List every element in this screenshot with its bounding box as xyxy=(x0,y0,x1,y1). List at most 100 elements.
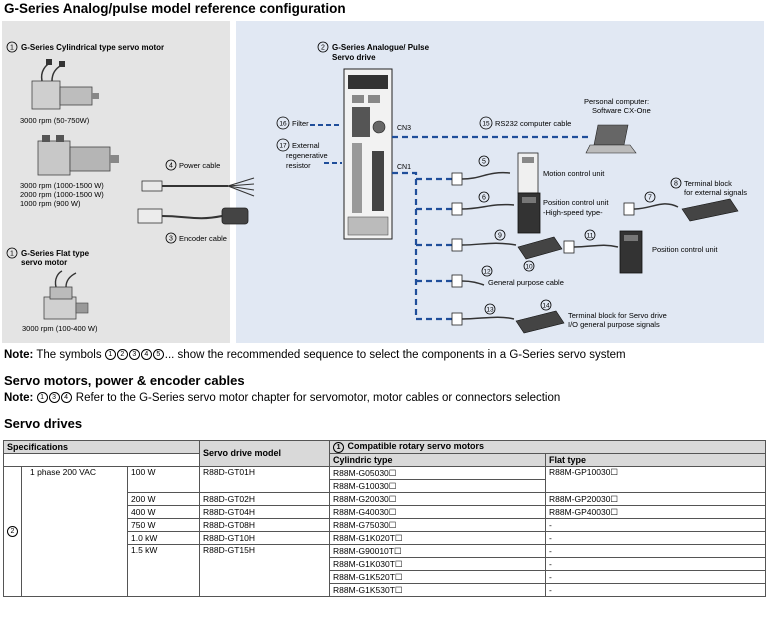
flat-cell: - xyxy=(545,557,767,571)
cyl-cell: R88M-G1K030T☐ xyxy=(329,557,547,571)
svg-text:Position control unit: Position control unit xyxy=(543,198,609,207)
svg-text:RS232 computer cable: RS232 computer cable xyxy=(495,119,571,128)
motor-b-rpm-1: 3000 rpm (1000-1500 W) xyxy=(20,181,104,190)
flat-cell: - xyxy=(545,518,767,532)
svg-text:Filter: Filter xyxy=(292,119,309,128)
personal-computer: Personal computer: Software CX-One xyxy=(584,97,651,154)
svg-text:General purpose cable: General purpose cable xyxy=(488,278,564,287)
servo-drive-title: 2 G-Series Analogue/ Pulse Servo drive xyxy=(317,41,430,62)
svg-text:10: 10 xyxy=(525,264,533,271)
svg-text:12: 12 xyxy=(483,269,491,276)
cn1-bus xyxy=(392,171,418,319)
rs232-label: 15 RS232 computer cable xyxy=(479,116,571,130)
svg-text:for external signals: for external signals xyxy=(684,188,747,197)
header-flat: Flat type xyxy=(545,453,767,467)
servo-motor-large xyxy=(37,135,119,176)
flat-cell: R88M-GP40030☐ xyxy=(545,505,767,519)
motor-a-rpm: 3000 rpm (50-750W) xyxy=(20,116,90,125)
power-cell: 750 W xyxy=(126,518,201,532)
svg-text:Motion control unit: Motion control unit xyxy=(543,169,605,178)
cable-7: 7 xyxy=(623,191,679,216)
svg-text:17: 17 xyxy=(279,143,287,150)
phase-cell: 1 phase 200 VAC xyxy=(21,466,128,597)
model-cell: R88D-GT15H xyxy=(199,544,331,597)
flat-cell: - xyxy=(545,570,767,584)
terminal-block-servo-drive: 14 Terminal block for Servo drive I/O ge… xyxy=(515,299,667,334)
cyl-cell: R88M-G20030☐ xyxy=(329,492,547,506)
svg-text:Personal computer:: Personal computer: xyxy=(584,97,649,106)
svg-text:Position control unit: Position control unit xyxy=(652,245,718,254)
svg-text:Software CX-One: Software CX-One xyxy=(592,106,651,115)
svg-text:2: 2 xyxy=(321,45,325,52)
drive-panel xyxy=(236,21,764,343)
configuration-diagram: 1 G-Series Cylindrical type servo motor … xyxy=(2,21,764,343)
page-title: G-Series Analog/pulse model reference co… xyxy=(4,1,346,16)
svg-text:13: 13 xyxy=(486,307,494,314)
header-drive-model: Servo drive model xyxy=(199,440,331,467)
filter-label: 16 Filter xyxy=(276,116,309,130)
servo-drive xyxy=(343,68,393,240)
motion-control-unit: Motion control unit xyxy=(517,152,605,194)
table-row: 2 1 phase 200 VAC 100 W R88D-GT01H R88M-… xyxy=(3,466,767,597)
terminal-block-10: 10 xyxy=(517,236,563,272)
model-cell: R88D-GT04H xyxy=(199,505,331,519)
svg-text:Servo drive: Servo drive xyxy=(332,53,376,62)
flat-motor-rpm: 3000 rpm (100-400 W) xyxy=(22,324,98,333)
position-control-unit: Position control unit xyxy=(619,230,718,274)
header-specifications: Specifications xyxy=(2,440,201,454)
header-cylindric: Cylindric type xyxy=(329,453,547,467)
cable-11: 11 xyxy=(563,229,619,254)
svg-text:8: 8 xyxy=(674,181,678,188)
svg-text:11: 11 xyxy=(587,233,594,240)
cyl-cell: R88M-G05030☐ xyxy=(329,466,547,480)
cyl-cell: R88M-G40030☐ xyxy=(329,505,547,519)
model-cell: R88D-GT08H xyxy=(199,518,331,532)
section-drives-title: Servo drives xyxy=(4,416,83,431)
model-cell: R88D-GT10H xyxy=(199,531,331,545)
svg-text:1: 1 xyxy=(10,45,14,52)
section-cables-title: Servo motors, power & encoder cables xyxy=(4,373,245,388)
cylindrical-motor-title: 1 G-Series Cylindrical type servo motor xyxy=(6,41,164,53)
position-control-unit-hs: Position control unit -High-speed type- xyxy=(517,192,609,234)
header-spec-blank xyxy=(2,453,201,467)
cyl-cell: R88M-G75030☐ xyxy=(329,518,547,532)
flat-cell: - xyxy=(545,583,767,597)
terminal-block-external: 8 Terminal block for external signals xyxy=(670,177,747,222)
svg-text:5: 5 xyxy=(482,159,486,166)
svg-text:7: 7 xyxy=(648,195,652,202)
svg-text:regenerative: regenerative xyxy=(286,151,328,160)
cable-13: 13 xyxy=(451,303,515,326)
cyl-cell: R88M-G90010T☐ xyxy=(329,544,547,558)
svg-text:3: 3 xyxy=(169,236,173,243)
svg-text:G-Series Analogue/ Pulse: G-Series Analogue/ Pulse xyxy=(332,43,430,52)
table-header-row: Specifications Servo drive model 1 Compa… xyxy=(2,440,767,467)
svg-text:Terminal block: Terminal block xyxy=(684,179,732,188)
power-cell: 1.5 kW xyxy=(126,544,201,597)
cyl-cell: R88M-G1K520T☐ xyxy=(329,570,547,584)
svg-text:Terminal block for Servo drive: Terminal block for Servo drive xyxy=(568,311,667,320)
table-subheader-row: Cylindric type Flat type xyxy=(2,453,767,467)
motor-b-rpm-3: 1000 rpm (900 W) xyxy=(20,199,81,208)
svg-text:Power cable: Power cable xyxy=(179,161,220,170)
svg-text:servo motor: servo motor xyxy=(21,258,67,267)
cn3-label: CN3 xyxy=(397,125,411,132)
cable-9: 9 xyxy=(451,229,517,252)
svg-text:1: 1 xyxy=(10,251,14,258)
svg-text:resistor: resistor xyxy=(286,161,311,170)
svg-text:14: 14 xyxy=(542,303,550,310)
flat-cell: - xyxy=(545,531,767,545)
flat-motor-title: 1 G-Series Flat type servo motor xyxy=(6,247,90,267)
svg-text:G-Series Flat type: G-Series Flat type xyxy=(21,249,90,258)
general-purpose-cable: 12 General purpose cable xyxy=(451,265,564,288)
cable-5: 5 xyxy=(451,155,511,186)
power-cell: 400 W xyxy=(126,505,201,519)
power-cable: 4 Power cable xyxy=(141,159,255,197)
model-cell: R88D-GT01H xyxy=(199,466,331,493)
svg-text:15: 15 xyxy=(482,121,490,128)
cyl-cell: R88M-G1K020T☐ xyxy=(329,531,547,545)
power-cell: 1.0 kW xyxy=(126,531,201,545)
svg-text:Encoder cable: Encoder cable xyxy=(179,234,227,243)
cyl-cell: R88M-G1K530T☐ xyxy=(329,583,547,597)
